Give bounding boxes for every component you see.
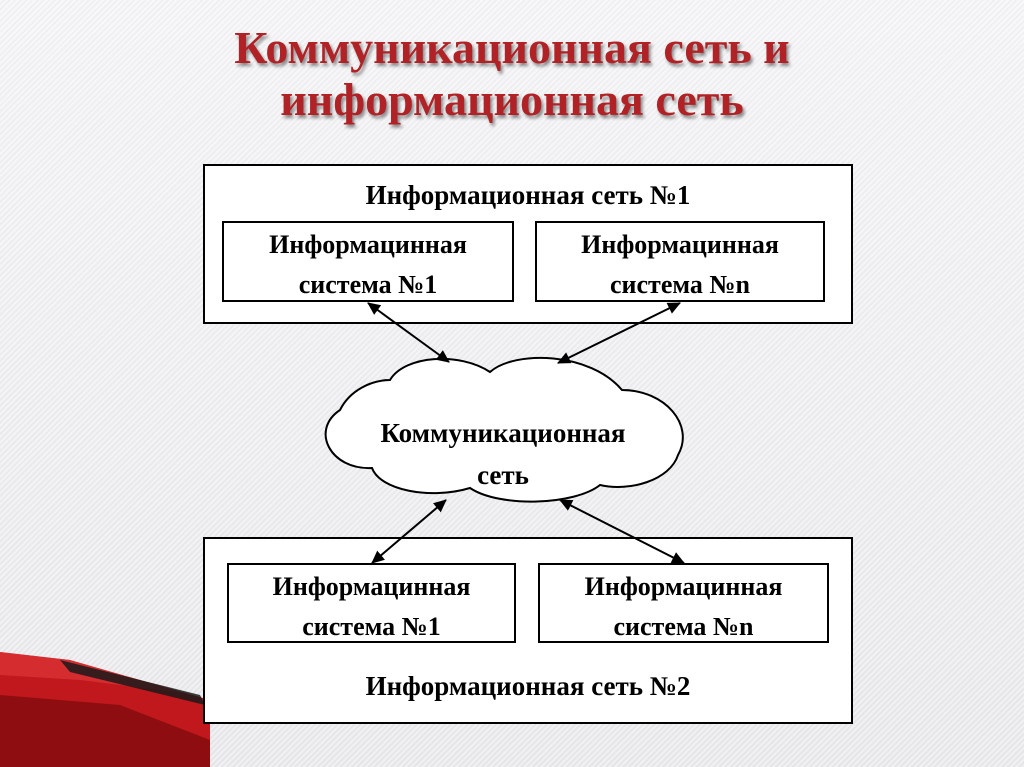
system-label-line-1: Информацинная [272,572,471,601]
system-label-line-2: система №n [610,270,750,299]
arrow-sysn-to-cloud [557,302,681,364]
network-2-system-n-box: Информацинная система №n [538,563,829,643]
network-1-system-1-box: Информацинная система №1 [222,221,514,302]
system-label-line-2: система №1 [302,612,441,641]
network-1-system-n-box: Информацинная система №n [535,221,825,302]
information-network-2-label: Информационная сеть №2 [365,671,691,701]
arrow-cloud-to-net2-sys1 [371,499,447,564]
system-label-line-1: Информацинная [581,230,779,259]
cloud-label-line-1: Коммуникационная [380,418,626,448]
title-line-1: Коммуникационная сеть и [234,22,790,73]
arrow-cloud-to-net2-sysn [559,499,685,564]
network-2-system-1-box: Информацинная система №1 [227,563,516,643]
title-line-2: информационная сеть [280,74,744,125]
cloud-label-line-2: сеть [477,460,529,490]
system-label-line-1: Информацинная [584,572,783,601]
arrow-sys1-to-cloud [367,302,450,363]
system-label-line-2: система №n [613,612,754,641]
page-title: Коммуникационная сеть и информационная с… [0,22,1024,126]
system-label-line-1: Информацинная [269,230,467,259]
system-label-line-2: система №1 [298,270,438,299]
information-network-1-label: Информационная сеть №1 [365,180,691,210]
communication-network-cloud-shape [324,356,684,503]
communication-network-label: Коммуникационная сеть [322,412,684,496]
